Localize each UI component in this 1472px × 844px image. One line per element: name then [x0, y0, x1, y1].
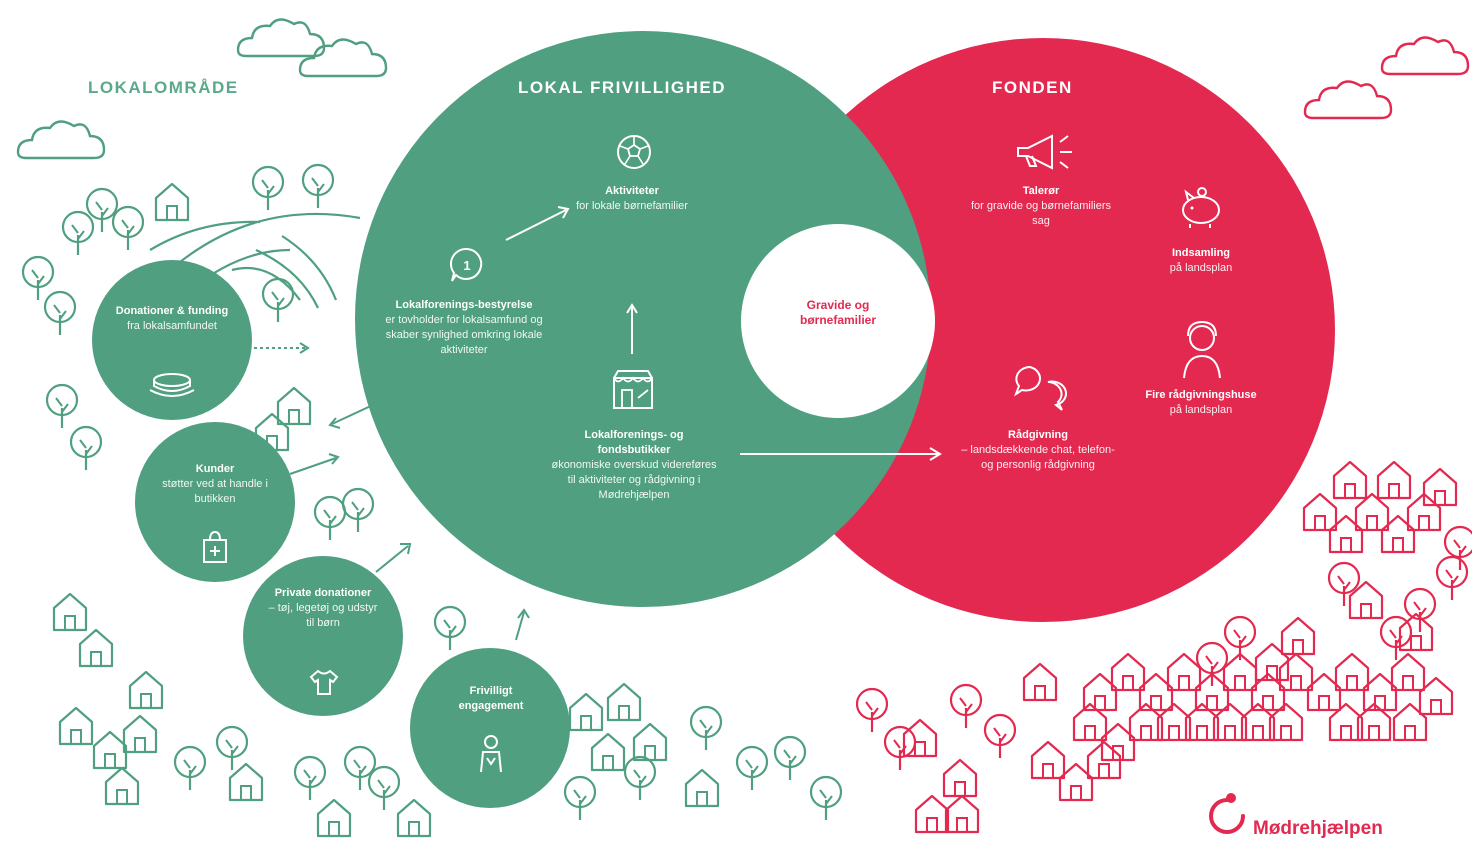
aktiviteter-title: Aktiviteter	[605, 185, 659, 197]
indsamling-title: Indsamling	[1171, 247, 1231, 259]
butik-text: Lokalforenings- og fondsbutikker økonomi…	[550, 428, 718, 503]
indsamling-body: på landsplan	[1169, 262, 1233, 274]
aktiviteter-text: Aktiviteter for lokale børnefamilier	[562, 184, 702, 214]
shopping-bag-icon	[203, 530, 227, 563]
kunder-body: støtter ved at handle i butikken	[162, 478, 268, 505]
bestyrelse-text: Lokalforenings-bestyrelse er tovholder f…	[380, 298, 548, 358]
aktiviteter-body: for lokale børnefamilier	[576, 200, 688, 212]
butik-title: Lokalforenings- og fondsbutikker	[584, 429, 684, 456]
lokal-frivillighed-header: LOKAL FRIVILLIGHED	[518, 78, 727, 97]
bestyrelse-body: er tovholder for lokalsamfund og skaber …	[385, 314, 543, 356]
private-title: Private donationer	[274, 587, 372, 599]
raadgivningshuse-body: på landsplan	[1169, 404, 1233, 416]
butik-body: økonomiske overskud videreføres til akti…	[551, 459, 717, 501]
taler-title: Talerør	[1022, 185, 1060, 197]
raadgivning-body: – landsdækkende chat, telefon- og person…	[961, 444, 1115, 471]
center-label: Gravide og børnefamilier	[799, 298, 877, 327]
raadgivning-title: Rådgivning	[1008, 429, 1068, 441]
cloud-icon	[16, 120, 106, 160]
donation-title: Donationer & funding	[115, 305, 229, 317]
private-body: – tøj, legetøj og udstyr til børn	[268, 602, 378, 629]
tshirt-icon	[309, 669, 339, 695]
frivillig-text: Frivilligt engagement	[436, 684, 546, 714]
taler-text: Talerør for gravide og børnefamiliers sa…	[966, 184, 1116, 229]
raadgivning-text: Rådgivning – landsdækkende chat, telefon…	[958, 428, 1118, 473]
donation-body: fra lokalsamfundet	[127, 320, 217, 332]
speech-bubbles-icon	[1013, 365, 1067, 411]
kunder-text: Kunder støtter ved at handle i butikken	[158, 462, 272, 507]
modrehjaelpen-logo: Mødrehjælpen	[1205, 790, 1455, 840]
shop-icon	[613, 370, 653, 409]
coins-icon	[149, 373, 195, 397]
lokal-frivillighed-circle	[355, 31, 931, 607]
cloud-icon	[236, 18, 326, 58]
donation-circle	[92, 260, 252, 420]
lokalomraade-header: LOKALOMRÅDE	[88, 78, 239, 97]
indsamling-text: Indsamling på landsplan	[1136, 246, 1266, 276]
counselor-icon	[1183, 320, 1221, 379]
taler-body: for gravide og børnefamiliers sag	[970, 200, 1111, 227]
modrehjaelpen-logo-icon	[1209, 793, 1245, 834]
svg-text:1: 1	[463, 258, 470, 273]
piggy-bank-icon	[1182, 187, 1220, 228]
kunder-circle	[135, 422, 295, 582]
soccer-ball-icon	[617, 135, 651, 169]
chat-bubble-icon: 1	[449, 247, 483, 282]
person-icon	[480, 735, 502, 773]
cloud-icon	[1380, 36, 1470, 76]
logo-text: Mødrehjælpen	[1253, 818, 1383, 839]
frivillig-title: Frivilligt engagement	[458, 685, 524, 712]
cloud-icon	[298, 38, 388, 78]
private-circle	[243, 556, 403, 716]
private-text: Private donationer – tøj, legetøj og uds…	[264, 586, 382, 631]
fonden-header: FONDEN	[992, 78, 1073, 97]
cloud-icon	[1303, 80, 1393, 120]
donation-text: Donationer & funding fra lokalsamfundet	[112, 304, 232, 334]
kunder-title: Kunder	[195, 463, 235, 475]
raadgivningshuse-text: Fire rådgivningshuse på landsplan	[1116, 388, 1286, 418]
raadgivningshuse-title: Fire rådgivningshuse	[1145, 389, 1257, 401]
frivillig-circle	[410, 648, 570, 808]
center-circle	[741, 224, 935, 418]
megaphone-icon	[1017, 134, 1072, 170]
bestyrelse-title: Lokalforenings-bestyrelse	[395, 299, 533, 311]
